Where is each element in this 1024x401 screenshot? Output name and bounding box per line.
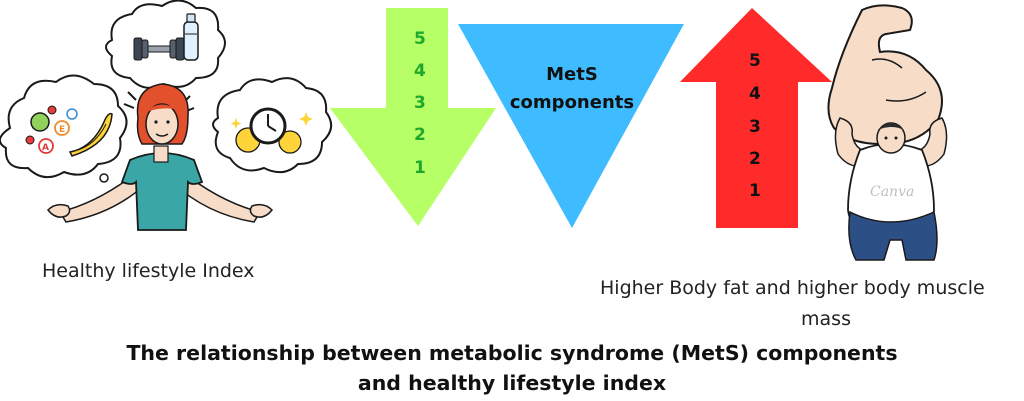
up-number-1: 1 bbox=[749, 181, 761, 201]
down-arrow-numbers: 5 4 3 2 1 bbox=[414, 29, 426, 178]
up-arrow-numbers: 5 4 3 2 1 bbox=[749, 51, 761, 201]
diagram-title-line1: The relationship between metabolic syndr… bbox=[126, 341, 898, 365]
clock-icon bbox=[212, 77, 333, 174]
up-number-4: 4 bbox=[749, 84, 761, 104]
flexing-man-icon bbox=[827, 4, 948, 261]
svg-text:E: E bbox=[59, 125, 65, 135]
down-number-4: 4 bbox=[414, 61, 426, 81]
down-number-2: 2 bbox=[414, 125, 426, 145]
healthy-lifestyle-label: Healthy lifestyle Index bbox=[42, 260, 255, 282]
body-composition-label-line1: Higher Body fat and higher body muscle bbox=[600, 277, 985, 299]
svg-text:A: A bbox=[42, 143, 49, 153]
watermark-text: Canva bbox=[870, 184, 914, 200]
woman-thinking-icon: E A bbox=[0, 0, 333, 231]
triangle-label-mets: MetS bbox=[546, 64, 598, 85]
triangle-label-components: components bbox=[510, 92, 634, 113]
diagram-title-line2: and healthy lifestyle index bbox=[357, 371, 667, 395]
fruit-vitamins-icon: E A bbox=[0, 74, 128, 179]
up-arrow-shape bbox=[680, 8, 832, 228]
up-number-2: 2 bbox=[749, 149, 761, 169]
up-number-5: 5 bbox=[749, 51, 761, 71]
down-number-5: 5 bbox=[414, 29, 426, 49]
mets-triangle bbox=[458, 24, 684, 228]
down-number-3: 3 bbox=[414, 93, 426, 113]
body-composition-label-line2: mass bbox=[801, 308, 851, 330]
dumbbell-bottle-icon bbox=[105, 0, 226, 89]
down-number-1: 1 bbox=[414, 158, 426, 178]
up-number-3: 3 bbox=[749, 117, 761, 137]
down-arrow-shape bbox=[330, 8, 496, 226]
